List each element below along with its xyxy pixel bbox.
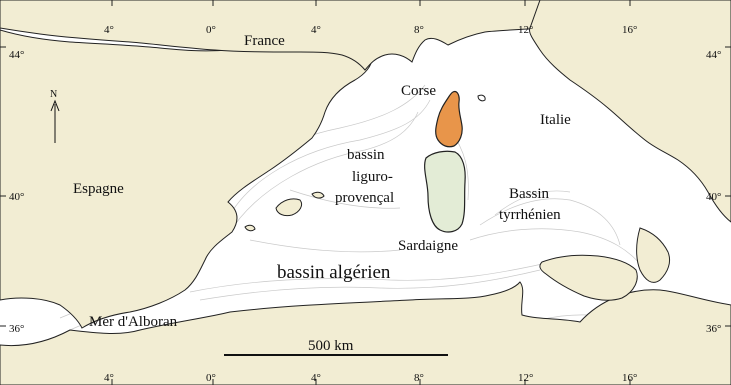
calabria-land	[636, 227, 671, 283]
sicily-land	[539, 254, 638, 301]
lon-label-bottom-0: 0°	[206, 372, 216, 384]
lon-label-top-8e: 8°	[414, 24, 424, 36]
north-arrow: N	[50, 89, 60, 143]
lat-label-left-36: 36°	[9, 323, 24, 335]
label-france: France	[244, 33, 285, 49]
sardinia-island	[424, 150, 466, 233]
balearic-mallorca	[275, 198, 303, 217]
label-liguro-line3: provençal	[335, 190, 394, 206]
corsica-island	[435, 90, 463, 148]
lon-label-bottom-8e: 8°	[414, 372, 424, 384]
label-liguro-line1: bassin	[347, 147, 385, 163]
label-sardaigne: Sardaigne	[398, 238, 458, 254]
label-bassin-algerien: bassin algérien	[277, 262, 391, 283]
lon-label-top-12e: 12°	[518, 24, 533, 36]
lon-label-top-4w: 4°	[104, 24, 114, 36]
lat-label-right-44: 44°	[706, 49, 721, 61]
lon-label-bottom-4e: 4°	[311, 372, 321, 384]
scale-bar: 500 km	[224, 338, 448, 356]
italy-land	[529, 0, 731, 223]
lat-label-left-40: 40°	[9, 191, 24, 203]
lon-label-top-4e: 4°	[311, 24, 321, 36]
scale-bar-label: 500 km	[308, 338, 354, 354]
label-tyrrhenien-line1: Bassin	[509, 186, 550, 202]
lat-label-right-36: 36°	[706, 323, 721, 335]
label-espagne: Espagne	[73, 181, 124, 197]
label-tyrrhenien-line2: tyrrhénien	[499, 207, 561, 223]
lon-label-top-0: 0°	[206, 24, 216, 36]
label-italie: Italie	[540, 112, 571, 128]
balearic-ibiza	[244, 224, 256, 232]
lon-label-bottom-12e: 12°	[518, 372, 533, 384]
lon-label-bottom-4w: 4°	[104, 372, 114, 384]
label-liguro-line2: liguro-	[352, 169, 393, 185]
iberia-land	[0, 0, 373, 329]
label-corse: Corse	[401, 83, 436, 99]
label-mer-alboran: Mer d'Alboran	[89, 314, 178, 330]
france-land	[0, 0, 541, 71]
balearic-menorca	[311, 191, 325, 199]
north-arrow-label: N	[50, 89, 57, 100]
lon-label-top-16e: 16°	[622, 24, 637, 36]
lat-label-left-44: 44°	[9, 49, 24, 61]
lat-label-right-40: 40°	[706, 191, 721, 203]
lon-label-bottom-16e: 16°	[622, 372, 637, 384]
small-island	[477, 94, 486, 102]
